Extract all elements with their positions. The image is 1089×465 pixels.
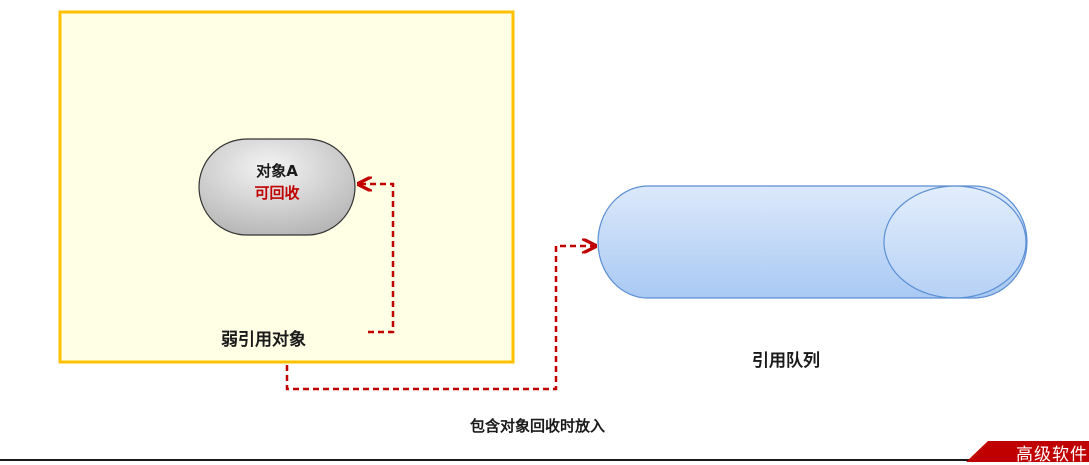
weak-reference-label: 弱引用对象: [221, 330, 306, 350]
object-a-name: 对象A: [256, 162, 298, 180]
enqueue-flow-label: 包含对象回收时放入: [470, 417, 606, 435]
object-a-label: 对象A 可回收: [198, 160, 356, 204]
object-a-node: [198, 138, 356, 236]
footer-divider: [0, 459, 1089, 461]
enqueue-arrow: [285, 246, 594, 391]
reference-arrow: [360, 184, 395, 334]
object-a-status: 可回收: [254, 184, 300, 202]
brand-tab: [966, 441, 1089, 462]
reference-queue-label: 引用队列: [752, 351, 820, 371]
reference-queue-end-cap: [883, 185, 1027, 299]
brand-text: 高级软件: [1016, 445, 1088, 465]
